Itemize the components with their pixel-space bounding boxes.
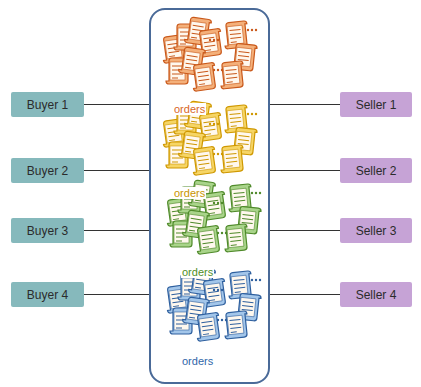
node-label: Buyer 1: [27, 98, 68, 112]
order-scroll: [194, 312, 221, 341]
ellipsis-dot: [213, 153, 215, 155]
ellipsis-dot: [213, 202, 215, 204]
connector-line: [270, 104, 340, 105]
seller-box: Seller 4: [340, 282, 412, 307]
node-label: Seller 3: [356, 224, 397, 238]
ellipsis-dot: [247, 29, 249, 31]
node-label: Seller 4: [356, 288, 397, 302]
order-label: orders: [181, 266, 214, 278]
order-pool: orders orders orders orders: [149, 8, 270, 384]
ellipsis-dot: [217, 39, 219, 41]
order-scroll: [190, 146, 217, 175]
ellipsis-dot: [259, 279, 261, 281]
ellipsis-dot: [213, 289, 215, 291]
ellipsis-dot: [259, 192, 261, 194]
ellipsis-dot: [255, 113, 257, 115]
order-scroll: [223, 311, 250, 339]
connector-line: [270, 230, 340, 231]
connector-line: [84, 104, 149, 105]
order-scroll: [194, 225, 221, 254]
ellipsis-dot: [217, 69, 219, 71]
ellipsis-dot: [217, 123, 219, 125]
ellipsis-dot: [255, 29, 257, 31]
node-label: Seller 2: [356, 164, 397, 178]
connector-line: [84, 230, 149, 231]
ellipsis-dot: [251, 29, 253, 31]
ellipsis-dot: [221, 232, 223, 234]
ellipsis-dot: [255, 279, 257, 281]
ellipsis-dot: [221, 69, 223, 71]
ellipsis-dot: [247, 113, 249, 115]
ellipsis-dot: [225, 232, 227, 234]
connector-line: [84, 294, 149, 295]
order-stack: [164, 180, 261, 255]
order-scroll: [219, 61, 246, 89]
node-label: Buyer 3: [27, 224, 68, 238]
buyer-box: Buyer 2: [11, 158, 84, 183]
ellipsis-dot: [251, 113, 253, 115]
ellipsis-dot: [217, 202, 219, 204]
ellipsis-dot: [221, 319, 223, 321]
seller-box: Seller 3: [340, 218, 412, 243]
buyer-box: Buyer 1: [11, 92, 84, 117]
ellipsis-dot: [213, 123, 215, 125]
order-stack: [160, 17, 257, 92]
seller-box: Seller 2: [340, 158, 412, 183]
ellipsis-dot: [251, 192, 253, 194]
order-scroll: [190, 62, 217, 91]
order-label: orders: [173, 187, 206, 199]
ellipsis-dot: [251, 279, 253, 281]
ellipsis-dot: [213, 39, 215, 41]
order-stack: [160, 101, 257, 176]
order-stack: [164, 267, 261, 342]
ellipsis-dot: [217, 319, 219, 321]
seller-box: Seller 1: [340, 92, 412, 117]
ellipsis-dot: [255, 192, 257, 194]
ellipsis-dot: [217, 289, 219, 291]
order-label: orders: [181, 355, 214, 367]
order-scroll: [223, 224, 250, 252]
ellipsis-dot: [221, 289, 223, 291]
node-label: Buyer 4: [27, 288, 68, 302]
buyer-box: Buyer 4: [11, 282, 84, 307]
order-label: orders: [173, 103, 206, 115]
ellipsis-dot: [221, 202, 223, 204]
ellipsis-dot: [209, 39, 211, 41]
ellipsis-dot: [217, 153, 219, 155]
ellipsis-dot: [221, 153, 223, 155]
ellipsis-dot: [213, 69, 215, 71]
buyer-box: Buyer 3: [11, 218, 84, 243]
connector-line: [270, 170, 340, 171]
connector-line: [84, 170, 149, 171]
ellipsis-dot: [225, 319, 227, 321]
node-label: Buyer 2: [27, 164, 68, 178]
connector-line: [270, 294, 340, 295]
order-scroll: [219, 145, 246, 173]
ellipsis-dot: [209, 123, 211, 125]
node-label: Seller 1: [356, 98, 397, 112]
ellipsis-dot: [217, 232, 219, 234]
